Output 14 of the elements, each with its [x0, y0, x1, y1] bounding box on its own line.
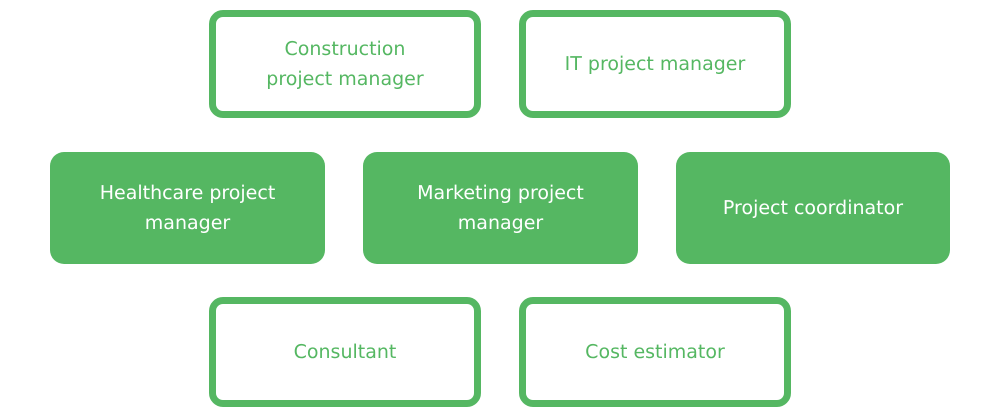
outlined-box — [519, 10, 791, 118]
role-label: Consultant — [294, 340, 396, 365]
role-label: Cost estimator — [585, 340, 725, 365]
outlined-box — [209, 10, 481, 118]
role-label: Project coordinator — [722, 196, 904, 221]
outlined-box — [209, 297, 481, 407]
role-label: IT project manager — [564, 52, 746, 77]
role-label: Marketing project manager — [416, 181, 585, 236]
outlined-box — [519, 297, 791, 407]
filled-box — [363, 152, 638, 264]
role-label: Healthcare project manager — [98, 181, 276, 236]
filled-box — [50, 152, 325, 264]
filled-box — [676, 152, 950, 264]
role-label: Construction project manager — [266, 37, 424, 92]
